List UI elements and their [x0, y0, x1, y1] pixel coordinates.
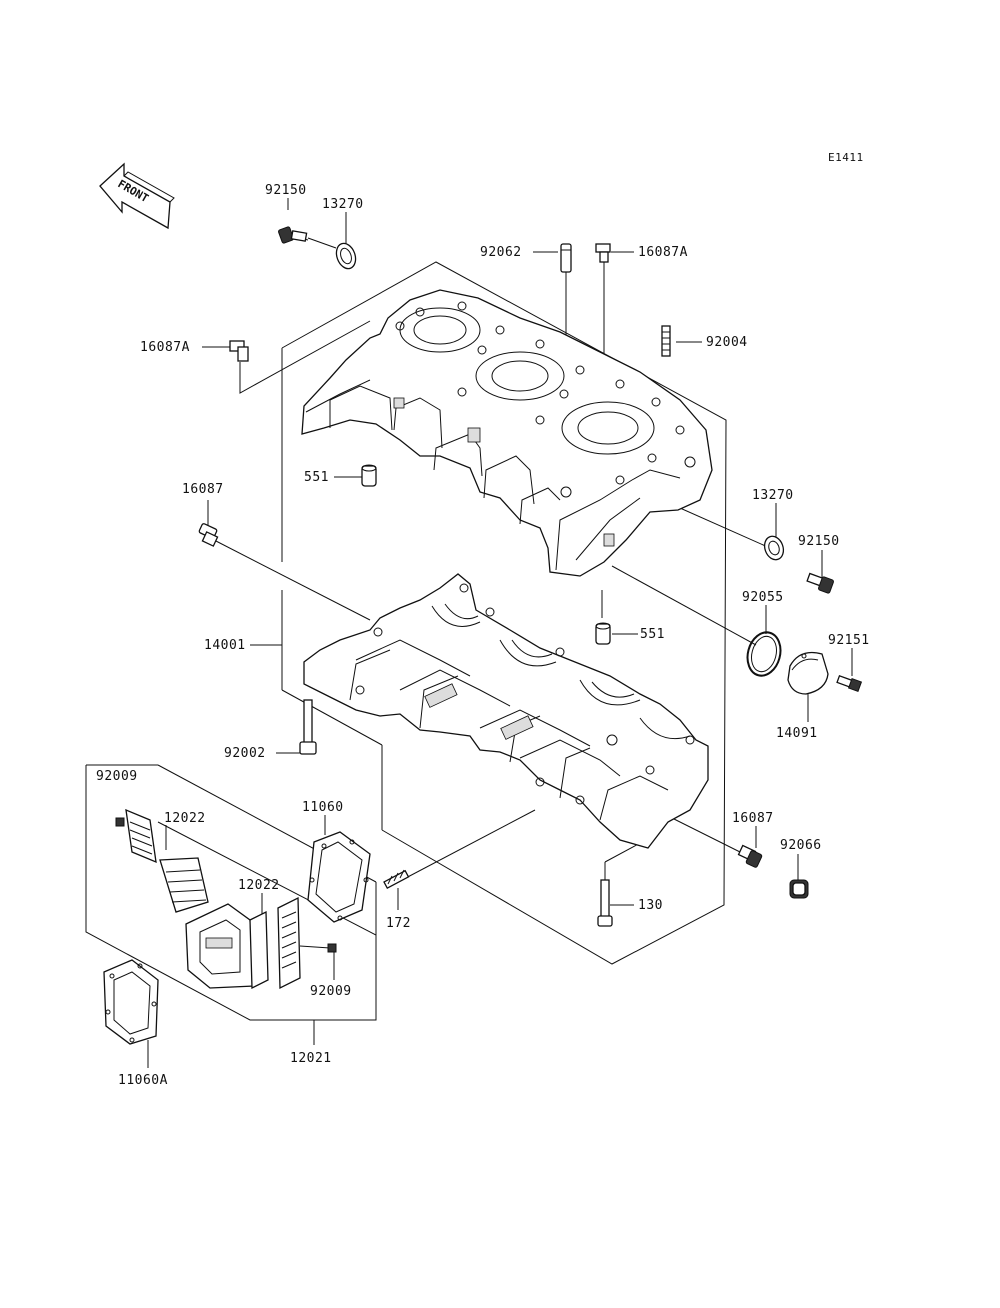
label-13270-right: 13270	[752, 488, 794, 503]
bolt-92150-right-icon	[806, 572, 834, 594]
gasket-11060a-icon	[103, 959, 159, 1045]
label-92150-top: 92150	[265, 183, 307, 198]
label-92151: 92151	[828, 633, 870, 648]
cover-14091-icon	[787, 651, 829, 695]
label-16087-left: 16087	[182, 482, 224, 497]
label-14091: 14091	[776, 726, 818, 741]
pin-92062-icon	[560, 243, 572, 273]
label-13270-top: 13270	[322, 197, 364, 212]
upper-crankcase	[301, 289, 713, 577]
label-551-top: 551	[304, 470, 329, 485]
label-92066: 92066	[780, 838, 822, 853]
diagram-code: E1411	[828, 151, 864, 164]
clip-13270-top-icon	[335, 242, 357, 270]
oring-92055-icon	[746, 631, 782, 677]
front-arrow-icon: FRONT	[99, 162, 175, 230]
bolt-130-icon	[597, 879, 613, 927]
dowel-551-mid-icon	[595, 622, 611, 645]
label-130: 130	[638, 898, 663, 913]
reed-valve-assembly	[115, 808, 337, 990]
fitting-16087a-top-icon	[595, 243, 611, 263]
label-92002: 92002	[224, 746, 266, 761]
plug-16087-left-icon	[198, 523, 219, 547]
label-11060a: 11060A	[118, 1073, 168, 1088]
label-16087a-top: 16087A	[638, 245, 688, 260]
label-12022-mid: 12022	[238, 878, 280, 893]
plug-92066-icon	[789, 879, 809, 899]
label-92004: 92004	[706, 335, 748, 350]
clip-13270-right-icon	[763, 535, 785, 561]
gasket-11060-icon	[307, 831, 371, 923]
label-16087-right: 16087	[732, 811, 774, 826]
label-16087a-left: 16087A	[140, 340, 190, 355]
label-92150-right: 92150	[798, 534, 840, 549]
stud-172-icon	[383, 869, 410, 890]
part-labels: 92150 13270 92062 16087A 16087A 92004 55…	[96, 183, 870, 1088]
label-11060: 11060	[302, 800, 344, 815]
label-92062: 92062	[480, 245, 522, 260]
plug-16087-right-icon	[737, 844, 763, 868]
fitting-16087a-left-icon	[229, 340, 249, 362]
label-14001: 14001	[204, 638, 246, 653]
label-172: 172	[386, 916, 411, 931]
lower-crankcase	[303, 573, 709, 849]
stud-92004-icon	[661, 325, 671, 357]
label-551-mid: 551	[640, 627, 665, 642]
label-92009-bottom: 92009	[310, 984, 352, 999]
dowel-551-top-icon	[361, 464, 377, 487]
label-92055: 92055	[742, 590, 784, 605]
bolt-92151-icon	[836, 674, 863, 693]
label-12021: 12021	[290, 1051, 332, 1066]
bolt-92150-top-icon	[278, 226, 309, 244]
label-92009-top: 92009	[96, 769, 138, 784]
label-12022-top: 12022	[164, 811, 206, 826]
bolt-92002-icon	[299, 699, 317, 755]
